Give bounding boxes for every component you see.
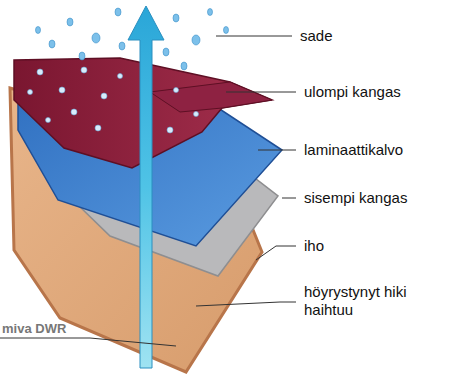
water-beads	[28, 67, 199, 133]
layer-label: sade	[300, 27, 333, 45]
layer-label: laminaattikalvo	[304, 141, 403, 159]
coating-label: miva DWR	[2, 320, 66, 338]
layer-label: ulompi kangas	[304, 83, 401, 101]
layer-label: iho	[304, 237, 324, 255]
vapour-arrow	[128, 6, 164, 368]
leader-lines	[0, 36, 296, 346]
layer-label: sisempi kangas	[304, 189, 407, 207]
outer-fabric-fold	[150, 82, 272, 112]
layer-label: höyrystynyt hiki haihtuu	[304, 283, 408, 319]
